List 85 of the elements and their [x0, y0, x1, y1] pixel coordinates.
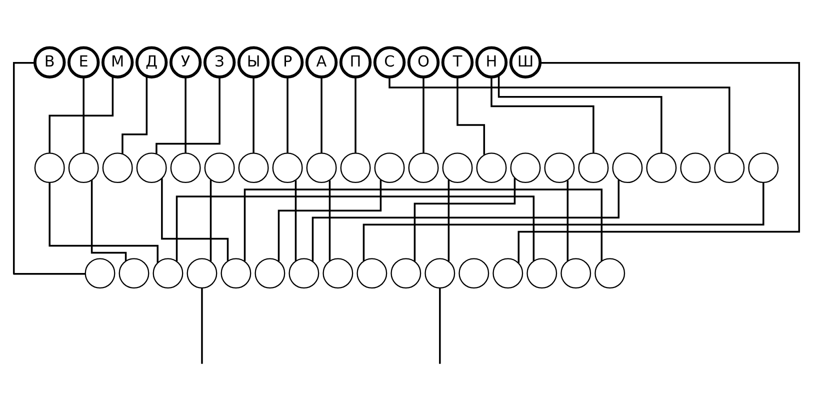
node-circle: В — [34, 46, 66, 78]
node-circle — [748, 152, 779, 184]
node-circle — [170, 152, 201, 184]
node-circle — [288, 258, 320, 289]
node-circle — [322, 258, 354, 289]
connector — [161, 178, 229, 261]
connector — [82, 77, 84, 153]
node-circle — [714, 152, 745, 184]
node-circle — [204, 152, 235, 184]
connector — [422, 77, 424, 153]
connector — [48, 76, 114, 154]
node-circle — [186, 258, 218, 289]
node-circle — [408, 152, 439, 184]
connector — [490, 77, 594, 153]
node-circle: Р — [271, 46, 304, 78]
node-circle — [594, 258, 626, 289]
connector — [362, 182, 764, 262]
node-circle — [510, 152, 541, 184]
connector — [184, 77, 186, 153]
node-circle: П — [339, 46, 372, 78]
connector — [320, 77, 322, 153]
connector — [388, 77, 730, 154]
node-circle: Ш — [509, 46, 542, 78]
node-circle — [152, 258, 184, 289]
node-circle — [424, 258, 456, 289]
connector — [244, 188, 603, 262]
node-circle — [34, 152, 65, 184]
node-circle — [254, 258, 286, 289]
connector — [354, 77, 356, 153]
node-circle: М — [101, 46, 134, 78]
connector — [122, 76, 148, 154]
connector — [448, 180, 450, 262]
node-circle — [390, 258, 422, 289]
node-circle — [492, 258, 524, 289]
node-circle — [476, 152, 507, 184]
node-circle — [306, 152, 337, 184]
node-circle — [526, 258, 558, 289]
connector — [456, 77, 486, 155]
node-circle — [118, 258, 150, 289]
connector — [328, 180, 331, 262]
node-circle: С — [373, 46, 406, 78]
node-circle — [84, 258, 116, 289]
connector — [312, 180, 620, 262]
connector — [210, 180, 212, 262]
connector — [566, 180, 569, 262]
connector — [294, 180, 297, 262]
node-circle: Ы — [237, 46, 270, 78]
connector — [278, 180, 382, 262]
node-circle — [544, 152, 575, 184]
node-circle — [612, 152, 643, 184]
node-circle — [220, 258, 252, 289]
node-circle — [340, 152, 371, 184]
node-circle: А — [305, 46, 338, 78]
node-circle: З — [203, 46, 236, 78]
node-circle: У — [169, 46, 202, 78]
node-circle: Е — [67, 46, 100, 78]
connector — [498, 75, 662, 154]
node-circle — [442, 152, 473, 184]
connector — [48, 182, 159, 263]
node-circle — [68, 152, 99, 184]
node-circle — [356, 258, 388, 289]
connector — [286, 77, 288, 153]
node-circle — [136, 152, 167, 184]
node-circle — [560, 258, 592, 289]
node-circle — [374, 152, 405, 184]
node-circle — [102, 152, 133, 184]
connector — [156, 77, 220, 154]
connector — [201, 288, 203, 364]
node-circle — [238, 152, 269, 184]
node-circle: Д — [135, 46, 168, 78]
node-circle: О — [407, 46, 440, 78]
connector — [176, 196, 535, 262]
connector — [439, 288, 441, 364]
node-circle: Т — [441, 46, 474, 78]
connector — [12, 62, 85, 275]
node-circle — [646, 152, 677, 184]
node-circle — [458, 258, 490, 289]
node-circle — [578, 152, 609, 184]
connector — [414, 178, 516, 262]
node-circle — [680, 152, 711, 184]
node-circle: Н — [475, 46, 508, 78]
connector — [90, 180, 127, 262]
connector — [518, 62, 800, 264]
connector — [252, 77, 254, 153]
node-circle — [272, 152, 303, 184]
